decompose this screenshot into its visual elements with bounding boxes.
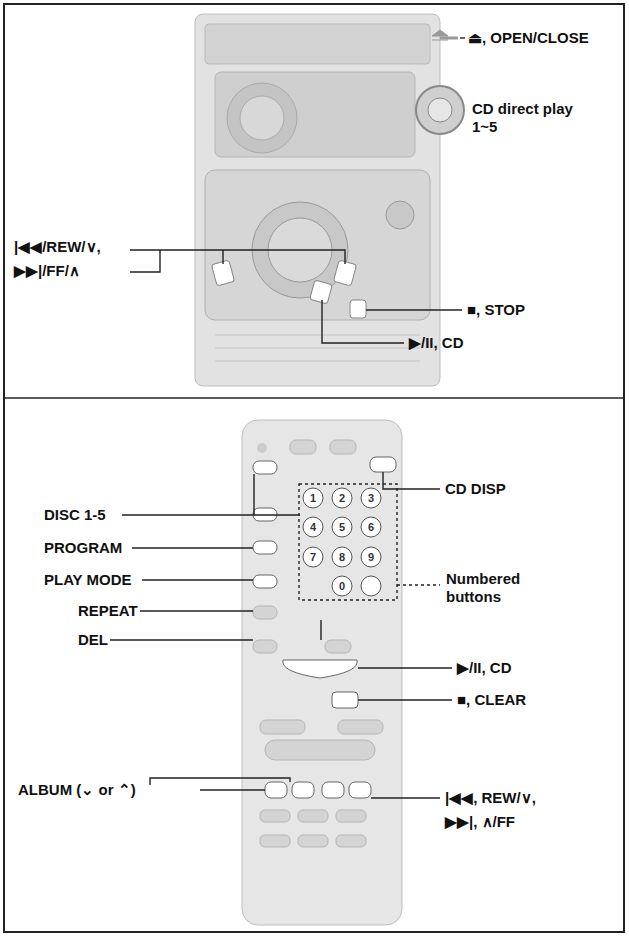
callout-label: PROGRAM — [44, 539, 122, 557]
button-number: 3 — [368, 493, 374, 504]
callout-label: ▶/II, CD — [409, 334, 464, 352]
button-number: 6 — [368, 522, 374, 533]
number-button — [361, 517, 381, 537]
number-button — [332, 576, 352, 596]
callout-label: ▶/II, CD — [457, 659, 512, 677]
callout-label: ALBUM (⌄ or ⌃) — [18, 781, 136, 799]
callout-label: REPEAT — [78, 602, 138, 620]
number-button — [332, 488, 352, 508]
button-number: 8 — [339, 552, 345, 563]
number-button — [361, 547, 381, 567]
button-number: 2 — [339, 493, 345, 504]
number-button — [361, 488, 381, 508]
callout-label: ■, STOP — [467, 301, 525, 319]
callout-label: ▶▶|/FF/∧ — [14, 262, 80, 280]
callout-label: |◀◀/REW/∨, — [14, 238, 101, 256]
callout-label: ■, CLEAR — [457, 691, 526, 709]
number-button — [332, 547, 352, 567]
callout-label: Numbered buttons — [446, 570, 556, 606]
button-number: 4 — [310, 522, 316, 533]
button-number: 5 — [339, 522, 345, 533]
callout-label: DISC 1-5 — [44, 506, 106, 524]
number-button — [303, 517, 323, 537]
callout-label: CD DISP — [445, 480, 506, 498]
callout-label: ▶▶|, ∧/FF — [445, 813, 515, 831]
callout-label: CD direct play 1~5 — [472, 100, 582, 136]
button-number: 1 — [310, 493, 316, 504]
callout-label: PLAY MODE — [44, 571, 132, 589]
button-number: 7 — [310, 552, 316, 563]
button-number: 0 — [339, 581, 345, 592]
number-button — [332, 517, 352, 537]
callout-label: |◀◀, REW/∨, — [445, 789, 536, 807]
number-button — [303, 547, 323, 567]
callout-label: DEL — [78, 631, 108, 649]
number-button — [303, 488, 323, 508]
callout-label: ⏏, OPEN/CLOSE — [468, 29, 589, 47]
button-number: 9 — [368, 552, 374, 563]
number-button — [361, 576, 381, 596]
